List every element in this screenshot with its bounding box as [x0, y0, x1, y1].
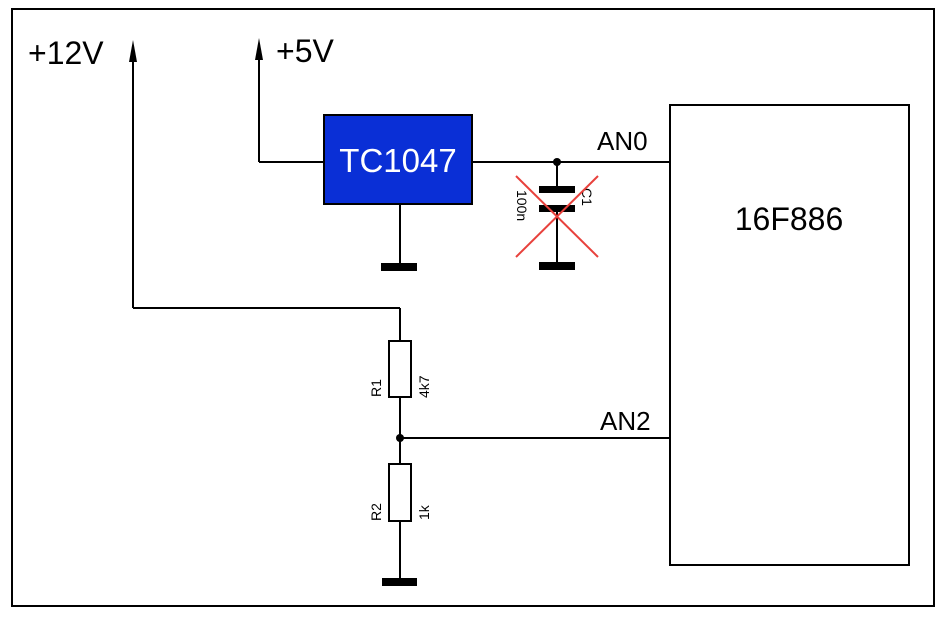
- net-an2: AN2: [396, 406, 670, 442]
- pin-an2-label: AN2: [600, 406, 651, 436]
- resistor-r1: R1 4k7: [368, 340, 432, 464]
- sensor-tc1047: TC1047: [323, 114, 473, 271]
- mcu-label: 16F886: [735, 201, 844, 237]
- mcu-body: [669, 104, 910, 566]
- cap-value-label: 100n: [514, 190, 530, 221]
- arrow-up-icon: [255, 38, 263, 60]
- net-an0: AN0: [472, 126, 670, 166]
- cap-ref-label: C1: [579, 188, 595, 206]
- resistor-r2: R2 1k: [368, 463, 432, 586]
- rail-5v: +5V: [255, 33, 334, 163]
- strike-line: [515, 175, 599, 258]
- capacitor-c1: C1 100n: [514, 162, 599, 270]
- sensor-body: [323, 114, 473, 205]
- r2-body: [388, 463, 412, 522]
- diagram-frame: [11, 8, 935, 607]
- arrow-up-icon: [129, 40, 137, 62]
- r1-value-label: 4k7: [416, 375, 432, 398]
- r2-value-label: 1k: [416, 504, 432, 520]
- rail-12v: +12V: [28, 35, 401, 341]
- cap-plate-bottom: [539, 205, 575, 212]
- sensor-label: TC1047: [339, 142, 456, 179]
- cap-plate-top: [539, 186, 575, 193]
- ground-symbol: [382, 578, 417, 586]
- r2-ref-label: R2: [368, 503, 384, 521]
- r1-ref-label: R1: [368, 379, 384, 397]
- mcu-16f886: 16F886: [669, 104, 910, 566]
- ground-symbol: [539, 262, 575, 270]
- ground-symbol: [381, 263, 417, 271]
- junction-dot: [396, 434, 404, 442]
- pin-an0-label: AN0: [597, 126, 648, 156]
- rail-12v-label: +12V: [28, 35, 104, 71]
- rail-5v-label: +5V: [276, 33, 334, 69]
- r1-body: [388, 340, 412, 398]
